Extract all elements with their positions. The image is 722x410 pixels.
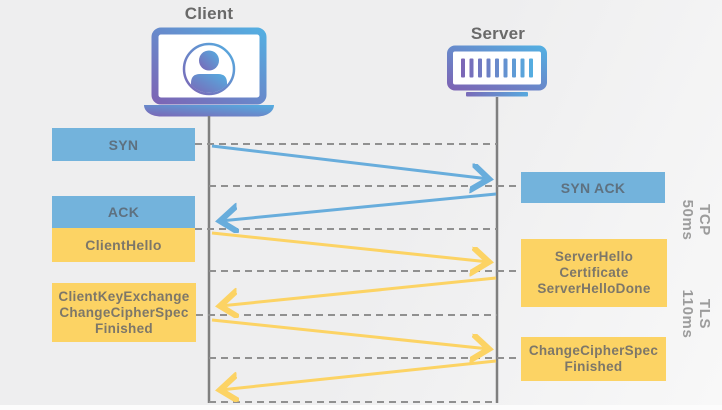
phase-duration: 50ms: [679, 199, 696, 241]
laptop-user-icon: [144, 27, 274, 122]
message-box-server-hello: ServerHello Certificate ServerHelloDone: [521, 239, 667, 307]
arrow-server-hello: [220, 276, 497, 306]
phase-protocol: TLS: [696, 298, 713, 330]
server-slot-bars: [461, 58, 533, 78]
message-line: Finished: [564, 359, 623, 374]
message-box-syn-ack: SYN ACK: [521, 172, 665, 203]
phase-protocol: TCP: [696, 204, 713, 236]
arrow-syn: [211, 144, 489, 179]
message-box-client-hello: ClientHello: [52, 228, 195, 262]
client-actor-label: Client: [184, 4, 234, 23]
server-base: [466, 92, 528, 97]
message-label: ClientHello: [85, 237, 162, 253]
message-label: SYN: [108, 136, 139, 153]
message-line: ServerHelloDone: [537, 281, 651, 296]
phase-label-tls: TLS 110ms: [679, 290, 713, 339]
arrow-change-cipher-spec: [220, 359, 497, 390]
message-line: ServerHello: [554, 249, 634, 264]
message-label: SYN ACK: [560, 179, 626, 196]
message-box-change-cipher-spec: ChangeCipherSpec Finished: [521, 337, 666, 381]
message-line: Certificate: [559, 265, 629, 280]
message-line: ChangeCipherSpec: [528, 343, 659, 358]
avatar-head: [199, 50, 219, 71]
server-rack-icon: [447, 45, 547, 103]
message-line: Finished: [95, 320, 153, 336]
message-box-ack: ACK: [52, 196, 195, 228]
arrow-client-hello: [211, 231, 489, 262]
timing-dashed-lines: [195, 143, 521, 403]
message-box-syn: SYN: [52, 128, 195, 161]
laptop-base: [144, 105, 274, 117]
phase-duration: 110ms: [679, 289, 696, 339]
message-line: ChangeCipherSpec: [59, 304, 189, 320]
message-label: ACK: [107, 204, 140, 220]
arrow-client-key-exchange: [211, 318, 489, 349]
arrow-syn-ack: [220, 192, 497, 221]
bottom-margin-strip: [0, 405, 722, 410]
message-box-client-key-exchange: ClientKeyExchange ChangeCipherSpec Finis…: [52, 283, 196, 342]
server-actor-label: Server: [470, 24, 526, 43]
message-line: ClientKeyExchange: [58, 288, 190, 304]
avatar-body: [191, 74, 227, 93]
phase-label-tcp: TCP 50ms: [679, 200, 713, 241]
